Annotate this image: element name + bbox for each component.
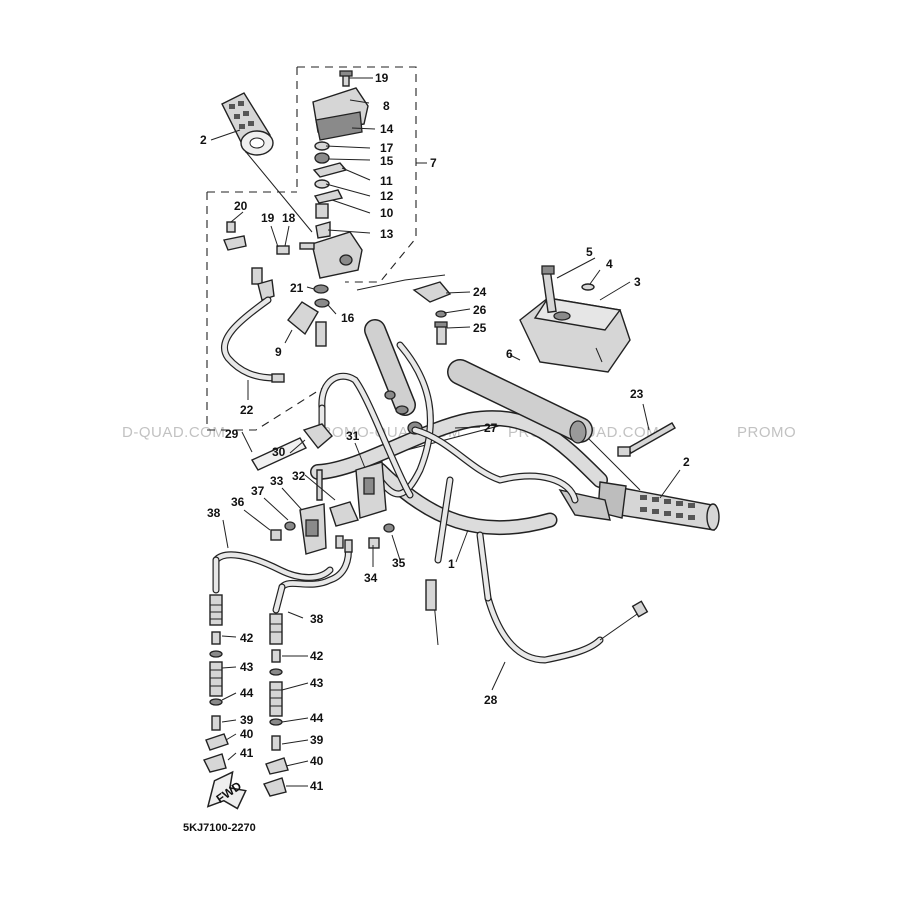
callout-18: 18 <box>282 211 296 225</box>
callout-43-left: 43 <box>240 660 254 674</box>
callout-5: 5 <box>586 245 593 259</box>
callout-19: 19 <box>375 71 389 85</box>
callout-3: 3 <box>634 275 641 289</box>
handlebar-holder <box>519 297 631 373</box>
callout-19-left: 19 <box>261 211 275 225</box>
callout-12: 12 <box>380 189 394 203</box>
callout-42-right: 42 <box>310 649 324 663</box>
callout-1: 1 <box>448 557 455 571</box>
callout-37: 37 <box>251 484 265 498</box>
watermark-text: D-QUAD.COM <box>122 424 225 441</box>
throttle-cable <box>221 296 285 383</box>
brake-lever-holder <box>412 281 452 345</box>
callout-20: 20 <box>234 199 248 213</box>
throttle-housing <box>312 70 369 141</box>
callout-44-right: 44 <box>310 711 324 725</box>
callout-22: 22 <box>240 403 254 417</box>
callout-11: 11 <box>380 174 393 188</box>
callout-16: 16 <box>341 311 355 325</box>
handlebar-pad <box>447 359 593 444</box>
callout-2-right: 2 <box>683 455 690 469</box>
callout-15: 15 <box>380 154 394 168</box>
callout-36: 36 <box>231 495 245 509</box>
callout-30: 30 <box>272 445 286 459</box>
switch-wires <box>212 535 353 591</box>
callout-10: 10 <box>380 206 394 220</box>
callout-14: 14 <box>380 122 394 136</box>
callouts: 19 8 14 17 15 7 11 12 10 13 2 20 19 18 2… <box>200 71 690 793</box>
connector-stack-left <box>203 556 229 773</box>
callout-41-left: 41 <box>240 746 254 760</box>
callout-26: 26 <box>473 303 487 317</box>
callout-24: 24 <box>473 285 487 299</box>
callout-35: 35 <box>392 556 406 570</box>
callout-34: 34 <box>364 571 378 585</box>
callout-13: 13 <box>380 227 394 241</box>
callout-43-right: 43 <box>310 676 324 690</box>
callout-41-right: 41 <box>310 779 324 793</box>
callout-40-right: 40 <box>310 754 324 768</box>
callout-38-right: 38 <box>310 612 324 626</box>
watermark-text: PROMO <box>737 424 796 441</box>
callout-23: 23 <box>630 387 644 401</box>
switch-bracket <box>250 423 333 501</box>
callout-33: 33 <box>270 474 284 488</box>
callout-2-left: 2 <box>200 133 207 147</box>
parking-cable <box>411 426 649 664</box>
callout-38-left: 38 <box>207 506 221 520</box>
brake-cable <box>376 341 454 646</box>
callout-21: 21 <box>290 281 304 295</box>
throttle-clamp <box>223 221 290 301</box>
callout-29: 29 <box>225 427 239 441</box>
holder-bolt <box>541 265 557 314</box>
callout-6: 6 <box>506 347 513 361</box>
handlebar <box>310 409 641 536</box>
callout-7: 7 <box>430 156 437 170</box>
callout-42-left: 42 <box>240 631 254 645</box>
switch-body <box>299 461 387 555</box>
callout-4: 4 <box>606 257 613 271</box>
throttle-internal-parts <box>312 141 348 239</box>
cable-tie <box>617 422 676 457</box>
left-grip <box>221 92 274 156</box>
callout-31: 31 <box>346 429 360 443</box>
callout-44-left: 44 <box>240 686 254 700</box>
callout-39-right: 39 <box>310 733 324 747</box>
leader-lines <box>210 77 681 787</box>
throttle-lever <box>287 301 327 347</box>
callout-8: 8 <box>383 99 390 113</box>
switch-fasteners <box>270 521 395 549</box>
callout-9: 9 <box>275 345 282 359</box>
diagram-code: 5KJ7100-2270 <box>183 822 256 834</box>
fwd-arrow-icon: FWD <box>206 770 247 810</box>
callout-40-left: 40 <box>240 727 254 741</box>
holder-washer <box>581 283 595 291</box>
callout-27: 27 <box>484 421 498 435</box>
throttle-group-outline <box>206 191 341 431</box>
callout-25: 25 <box>473 321 487 335</box>
callout-28: 28 <box>484 693 498 707</box>
callout-39-left: 39 <box>240 713 254 727</box>
connector-stack-right <box>263 583 289 797</box>
throttle-body <box>299 231 363 308</box>
callout-32: 32 <box>292 469 306 483</box>
callout-17: 17 <box>380 141 394 155</box>
